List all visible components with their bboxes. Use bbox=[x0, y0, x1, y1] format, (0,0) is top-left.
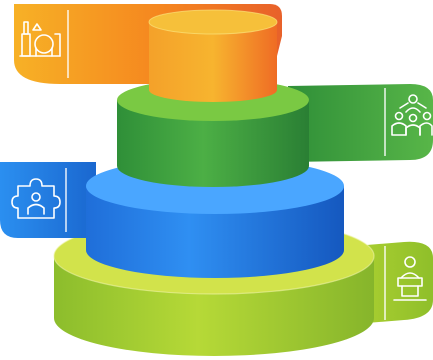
team-network-icon bbox=[391, 94, 433, 136]
person-puzzle-icon bbox=[11, 178, 61, 219]
businessman-podium-icon bbox=[393, 256, 427, 301]
level-third-tab bbox=[0, 162, 96, 238]
industrial-plant-icon bbox=[19, 21, 61, 57]
level-top-cylinder bbox=[148, 9, 278, 102]
level-second-tab bbox=[288, 84, 433, 162]
